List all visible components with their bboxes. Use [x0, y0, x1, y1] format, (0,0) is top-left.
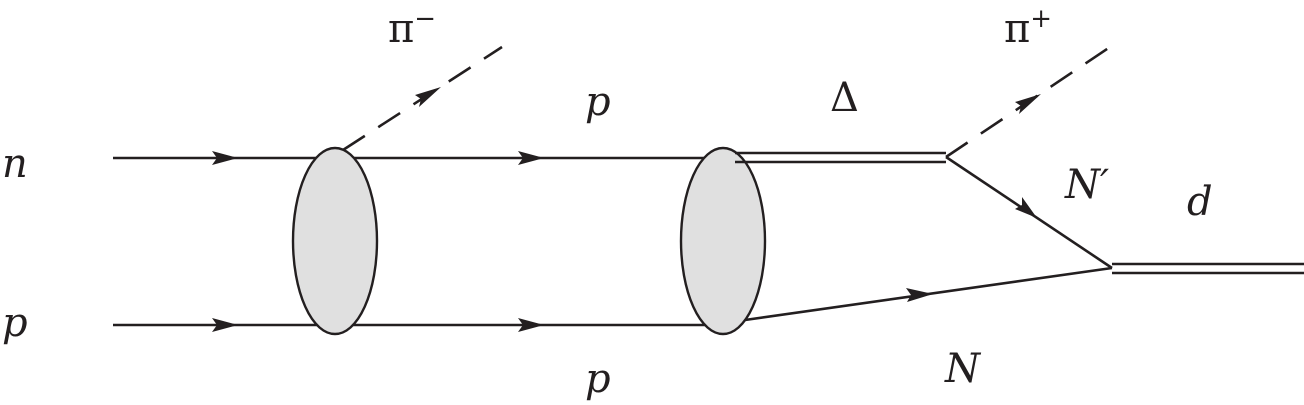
- label-pi-minus: π−: [388, 4, 436, 52]
- label-n: n: [2, 141, 28, 187]
- middle-proton-top-arrow: [518, 151, 544, 165]
- interaction-blob-1: [291, 146, 379, 336]
- label-deuteron: d: [1187, 179, 1213, 225]
- label-p-middle-bottom: p: [585, 356, 611, 402]
- label-pi-plus-sup: +: [1030, 4, 1052, 34]
- label-pi-plus-base: π: [1004, 6, 1030, 52]
- n-prime-arrow: [1015, 197, 1037, 218]
- interaction-blob-2: [679, 146, 767, 336]
- label-p-middle-top: p: [585, 79, 611, 125]
- label-delta: Δ: [830, 75, 859, 121]
- label-pi-minus-sup: −: [414, 4, 436, 34]
- middle-proton-bottom-arrow: [518, 318, 544, 332]
- label-n-prime: N′: [1064, 162, 1109, 208]
- label-p-incoming: p: [2, 300, 28, 346]
- label-pi-minus-base: π: [388, 6, 414, 52]
- nucleon-arrow: [906, 288, 933, 302]
- label-pi-plus: π+: [1004, 4, 1052, 52]
- incoming-neutron-arrow: [212, 151, 238, 165]
- pi-plus-arrow: [1015, 94, 1041, 114]
- incoming-proton-arrow: [212, 318, 238, 332]
- pi-minus-arrow: [415, 87, 441, 107]
- label-nucleon: N: [944, 346, 982, 392]
